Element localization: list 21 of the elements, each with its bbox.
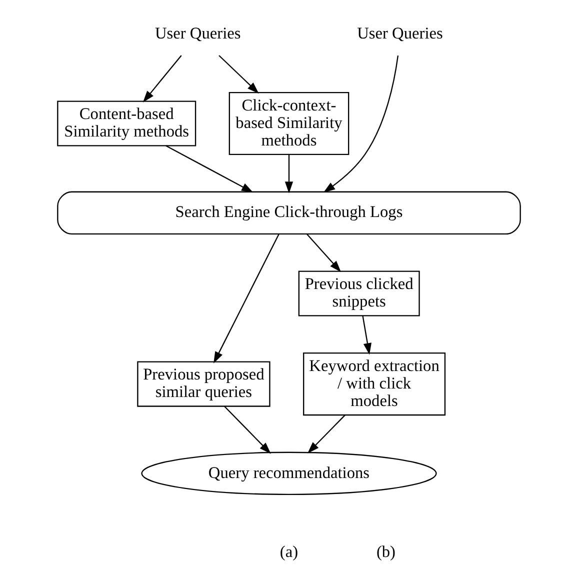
node-ellipse: Query recommendations: [140, 452, 436, 496]
node-box: Keyword extraction / with click models: [302, 352, 446, 416]
arrow: [223, 406, 270, 454]
arrow: [165, 145, 253, 193]
node-box: Previous proposed similar queries: [136, 361, 270, 407]
arrow: [213, 234, 279, 364]
arrow: [362, 316, 371, 355]
node-box: Click-context-based Similarity methods: [228, 92, 349, 156]
arrow: [218, 55, 258, 94]
arrow: [306, 234, 341, 272]
label: (b): [376, 542, 395, 562]
node-box: Content-based Similarity methods: [56, 100, 196, 146]
node-text: User Queries: [154, 23, 240, 42]
arrow: [284, 154, 293, 194]
arrow: [307, 414, 345, 454]
label: (a): [279, 542, 298, 562]
arrow: [142, 55, 182, 102]
node-box: Search Engine Click-through Logs: [56, 191, 520, 234]
node-box: Previous clicked snippets: [298, 270, 420, 316]
node-text: User Queries: [356, 23, 442, 42]
arrow: [322, 55, 398, 193]
